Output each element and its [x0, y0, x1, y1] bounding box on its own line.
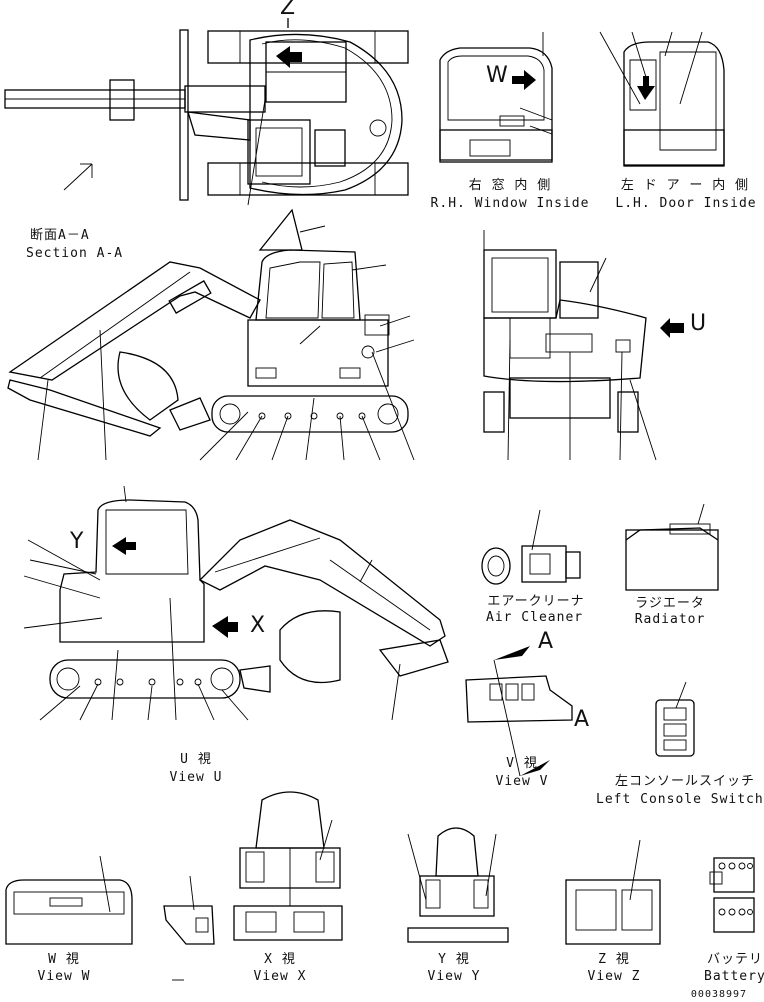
top-view-drawing — [4, 18, 409, 206]
view-z-label-jp: Z 視 — [598, 952, 630, 967]
view-x-seat-drawing — [233, 791, 343, 941]
rh-window-drawing — [439, 32, 553, 163]
lh-door-label-jp: 左 ド ア ー 内 側 — [620, 178, 750, 193]
view-y-label-jp: Y 視 — [438, 952, 470, 967]
section-aa-label-en: Section A-A — [26, 246, 124, 261]
side-view-lower-drawing — [23, 485, 449, 721]
view-v-label-jp: V 視 — [506, 756, 538, 771]
view-x-marker: X — [250, 613, 266, 638]
view-u-label-en: View U — [169, 770, 223, 785]
view-u-label-jp: U 視 — [180, 752, 212, 767]
radiator-label-en: Radiator — [634, 612, 706, 627]
section-a-top-marker: A — [538, 629, 554, 654]
battery-drawing — [709, 857, 755, 933]
section-a-bottom-marker: A — [574, 707, 590, 732]
lh-door-label-en: L.H. Door Inside — [615, 196, 757, 211]
air-cleaner-label-jp: エアークリーナ — [487, 594, 585, 609]
view-x-partial-drawing — [163, 875, 215, 981]
view-w-label-jp: W 視 — [48, 952, 80, 967]
battery-label-jp: バッテリ — [706, 952, 763, 967]
view-w-marker: W — [486, 63, 508, 88]
rh-window-label-jp: 右 窓 内 側 — [468, 178, 552, 193]
view-y-marker: Y — [70, 529, 84, 554]
view-w-drawing — [5, 855, 133, 945]
view-v-drawing — [465, 646, 573, 777]
left-console-label-en: Left Console Switch — [596, 792, 764, 807]
left-console-switch-drawing — [655, 681, 695, 757]
section-aa-label-jp: 断面A－A — [30, 228, 90, 243]
view-y-seat-drawing — [407, 827, 509, 943]
view-w-label-en: View W — [37, 969, 91, 984]
left-console-label-jp: 左コンソールスイッチ — [614, 774, 755, 789]
radiator-drawing — [625, 503, 719, 591]
air-cleaner-label-en: Air Cleaner — [486, 610, 584, 625]
side-view-upper-drawing — [7, 208, 415, 461]
battery-label-en: Battery — [704, 969, 764, 984]
lh-door-drawing — [599, 31, 725, 167]
view-x-label-en: View X — [253, 969, 307, 984]
air-cleaner-drawing — [481, 509, 581, 585]
radiator-label-jp: ラジエータ — [635, 596, 705, 611]
view-z-label-en: View Z — [587, 969, 641, 984]
rear-view-drawing — [483, 230, 684, 461]
view-v-label-en: View V — [495, 774, 549, 789]
view-u-marker: U — [690, 311, 707, 336]
view-x-label-jp: X 視 — [264, 952, 296, 967]
view-z-drawing — [565, 839, 661, 945]
view-z-marker: Z — [280, 0, 296, 20]
rh-window-label-en: R.H. Window Inside — [430, 196, 590, 211]
drawing-number: 00038997 — [690, 989, 748, 1000]
view-y-label-en: View Y — [427, 969, 481, 984]
